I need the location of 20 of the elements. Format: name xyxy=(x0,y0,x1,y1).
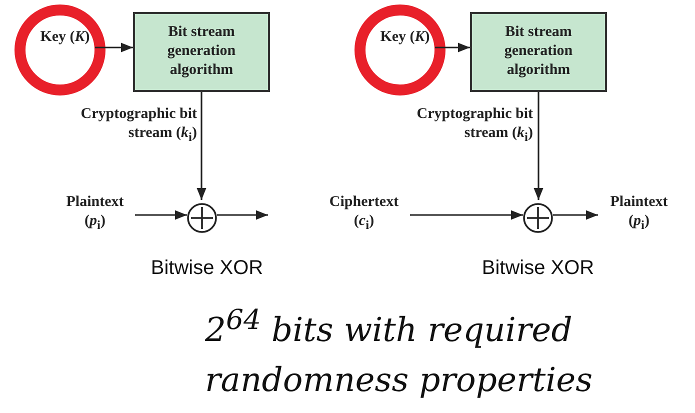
arrow xyxy=(534,92,544,200)
text-label: Plaintext (p$_{i}$) xyxy=(55,190,135,240)
text-label: Ciphertext (c$_{i}$) xyxy=(318,190,410,240)
process-box: Bit stream generation algorithm xyxy=(133,12,270,92)
xor-symbol xyxy=(187,200,217,230)
text-label: Key (K) xyxy=(375,25,435,70)
node-caption: Bitwise XOR xyxy=(480,257,596,280)
arrow xyxy=(196,92,206,200)
process-box: Bit stream generation algorithm xyxy=(470,12,607,92)
xor-symbol xyxy=(523,200,553,230)
handwritten-note: 2$^{64}$ bits with required randomness properties xyxy=(205,303,594,401)
arrow xyxy=(135,210,187,220)
arrow xyxy=(410,210,523,220)
text-label: Plaintext (p$_{i}$) xyxy=(598,190,680,240)
node-caption: Bitwise XOR xyxy=(150,257,264,280)
arrow xyxy=(435,42,470,52)
arrow xyxy=(217,210,268,220)
text-label: Key (K) xyxy=(35,25,95,70)
arrow xyxy=(553,210,598,220)
arrow xyxy=(95,42,133,52)
